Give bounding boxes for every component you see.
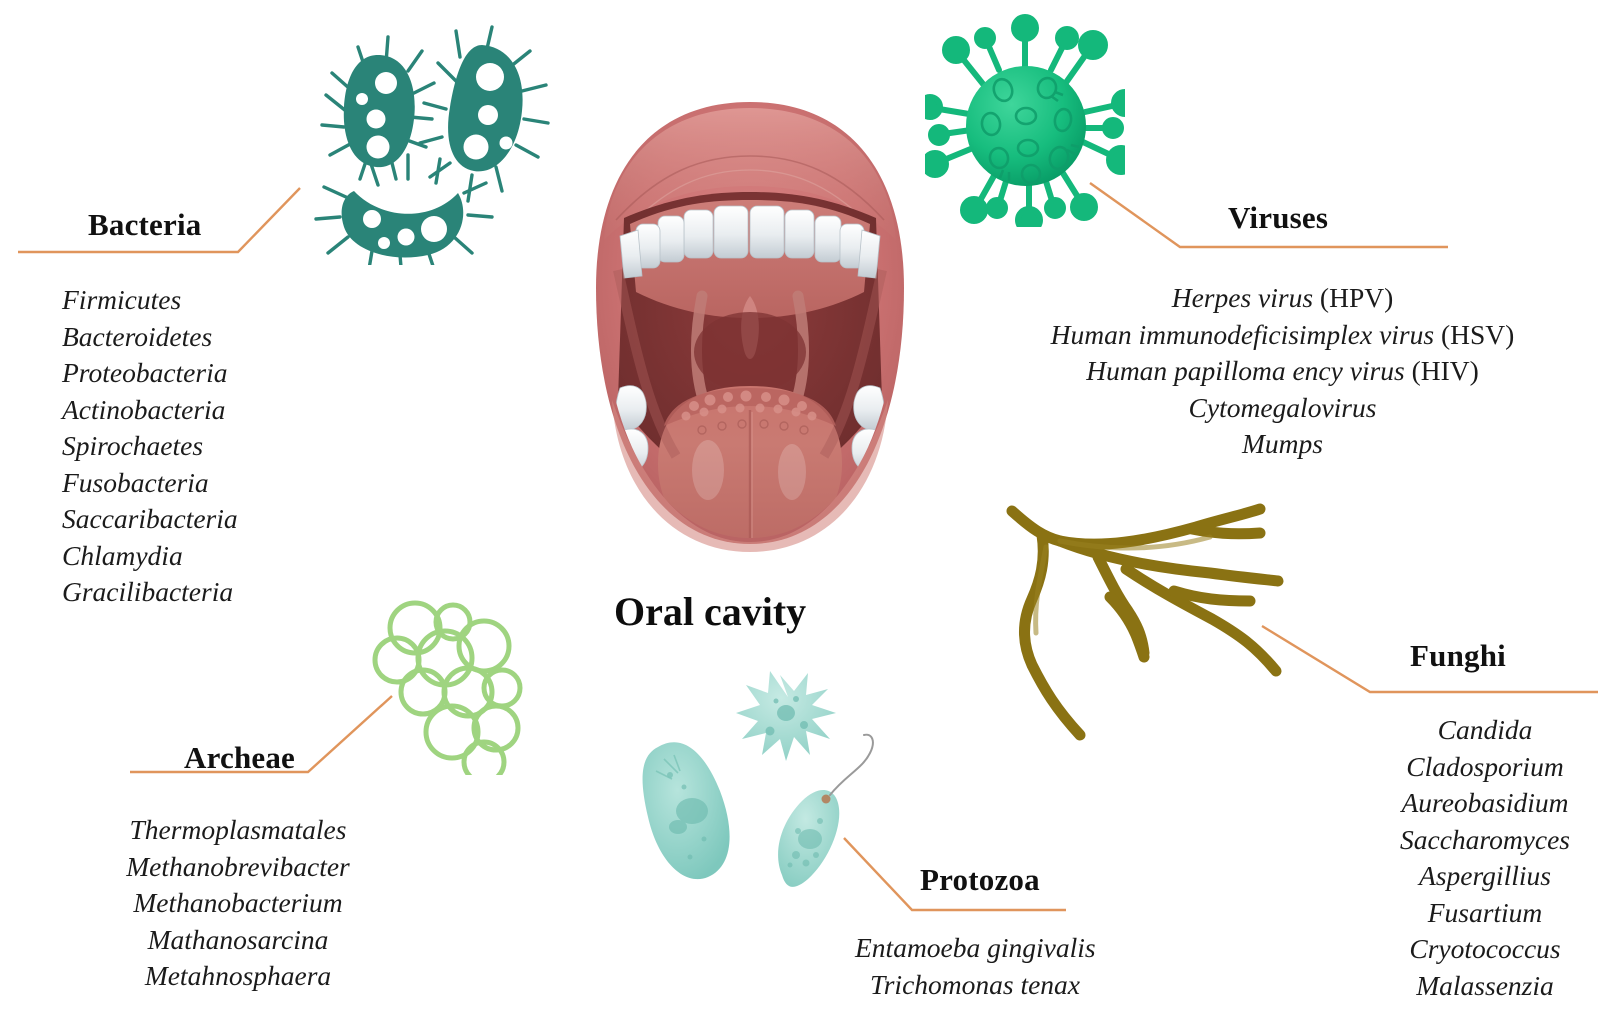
upper-teeth — [619, 205, 881, 279]
group-title-archeae: Archeae — [184, 740, 296, 775]
species-item: Trichomonas tenax — [869, 968, 1081, 1000]
species-item: Malassenzia — [1416, 969, 1554, 1001]
species-item: Spirochaetes — [62, 430, 204, 461]
species-item: Human immunodeficisimplex virus (HSV) — [1050, 318, 1515, 350]
virus-icon — [925, 14, 1125, 227]
protozoa-icon — [642, 671, 874, 887]
group-title-funghi: Funghi — [1410, 638, 1506, 673]
bacteria-icon — [314, 25, 550, 265]
oral-cavity-illustration — [596, 102, 904, 552]
archaea-icon — [372, 600, 523, 775]
species-item: Entamoeba gingivalis — [855, 932, 1096, 963]
species-item: Thermoplasmatales — [129, 814, 347, 845]
flagellate-shape — [778, 733, 874, 887]
species-item: Herpes virus (HPV) — [1171, 282, 1394, 313]
species-item: Aspergillius — [1419, 860, 1551, 891]
group-title-protozoa: Protozoa — [920, 862, 1040, 897]
species-item: Mumps — [1242, 428, 1323, 459]
species-item: Saccharomyces — [1399, 823, 1571, 855]
species-item: Chlamydia — [62, 539, 183, 571]
species-item: Candida — [1437, 714, 1533, 745]
group-title-viruses: Viruses — [1228, 200, 1329, 235]
species-item: Aureobasidium — [1401, 787, 1569, 818]
species-item: Firmicutes — [62, 284, 182, 315]
species-item: Methanobacterium — [133, 887, 343, 918]
species-item: Saccaribacteria — [62, 503, 238, 534]
species-item: Metahnosphaera — [144, 960, 332, 991]
species-list-viruses: Herpes virus (HPV) Human immunodeficisimp… — [1035, 280, 1530, 463]
species-item: Gracilibacteria — [62, 576, 234, 607]
species-item: Mathanosarcina — [147, 923, 329, 955]
amoeba-shape — [736, 671, 836, 761]
species-item: Cladosporium — [1406, 750, 1564, 782]
species-item: Cryotococcus — [1409, 933, 1561, 964]
paramecium-shape — [642, 742, 730, 880]
species-item: Actinobacteria — [62, 393, 226, 425]
species-item: Cytomegalovirus — [1188, 391, 1377, 423]
species-item: Methanobrevibacter — [126, 850, 350, 882]
hyphae-icon — [1006, 503, 1284, 741]
species-item: Fusobacteria — [62, 466, 209, 498]
species-item: Fusartium — [1427, 896, 1543, 928]
group-title-bacteria: Bacteria — [88, 207, 202, 242]
oral-cavity-label: Oral cavity — [614, 589, 807, 634]
species-item: Proteobacteria — [62, 357, 228, 388]
species-item: Bacteroidetes — [62, 320, 213, 352]
species-item: Human papilloma ency virus (HIV) — [1086, 355, 1479, 386]
